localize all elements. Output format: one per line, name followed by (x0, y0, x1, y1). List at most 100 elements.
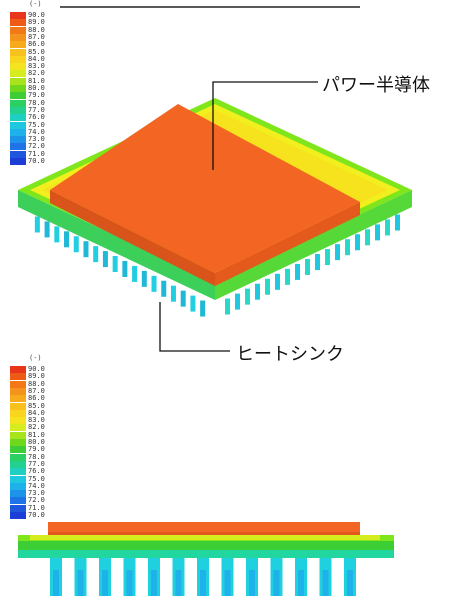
legend-swatch (10, 497, 26, 505)
heatsink-fin-shade (151, 570, 157, 596)
heatsink-fin-shade (249, 570, 255, 596)
legend-swatch (10, 77, 26, 85)
heatsink-fin (102, 251, 108, 268)
base-plate-green-right (215, 190, 412, 300)
legend-value-label: 85.0 (28, 47, 45, 56)
heatsink-fin-shade (102, 570, 108, 596)
legend-value-label: 90.0 (28, 11, 45, 19)
legend-value-label: 78.0 (28, 452, 45, 461)
legend-value-label: 86.0 (28, 394, 45, 403)
legend-value-label: 72.0 (28, 142, 45, 151)
heatsink-fin-shade (224, 570, 231, 596)
legend-value-label: 89.0 (28, 372, 45, 381)
heatsink-fin (305, 258, 310, 275)
legend-swatch (10, 136, 26, 144)
heatsink-fin (180, 290, 186, 307)
legend-swatch (10, 33, 26, 41)
legend-swatch (10, 387, 26, 395)
legend-value-label: 81.0 (28, 76, 45, 85)
legend-value-label: 88.0 (28, 379, 45, 388)
heatsink-fin (285, 268, 290, 285)
legend-swatch (10, 395, 26, 403)
legend-swatch (10, 12, 26, 19)
legend-swatch (10, 366, 26, 373)
heatsink-fin (395, 214, 400, 231)
heatsink-callout-label: ヒートシンク (236, 344, 344, 365)
heatsink-fin (245, 288, 250, 305)
legend-swatch (10, 373, 26, 381)
legend-value-label: 78.0 (28, 98, 45, 107)
legend-swatch (10, 468, 26, 476)
heatsink-fin-shade (298, 570, 304, 596)
legend-value-label: 73.0 (28, 489, 45, 498)
heatsink-fin (112, 256, 118, 273)
legend-unit-label: (-) (29, 354, 42, 362)
legend-swatch (10, 431, 26, 439)
side-chip (48, 522, 360, 534)
legend-swatch (10, 417, 26, 425)
legend-value-label: 83.0 (28, 62, 45, 71)
heatsink-fin (255, 283, 260, 300)
legend-value-label: 70.0 (28, 157, 45, 165)
heatsink-fin (34, 216, 40, 233)
chip-side-right (215, 202, 360, 286)
legend-swatch (10, 26, 26, 34)
heatsink-fin-shade (126, 570, 133, 596)
legend-swatch (10, 99, 26, 107)
legend-swatch (10, 409, 26, 417)
legend-swatch (10, 482, 26, 490)
heatsink-fin (54, 226, 60, 243)
heatsink-fin (375, 224, 380, 241)
heatsink-fin (44, 221, 50, 238)
legend-value-label: 71.0 (28, 149, 45, 158)
legend-value-label: 86.0 (28, 40, 45, 49)
heatsink-fin-shade (273, 570, 280, 596)
legend-swatch (10, 439, 26, 446)
legend-value-label: 75.0 (28, 120, 45, 129)
side-base-mid (18, 541, 394, 550)
legend-value-label: 90.0 (28, 365, 45, 373)
legend-swatch (10, 475, 26, 483)
legend-value-label: 71.0 (28, 503, 45, 512)
legend-swatch (10, 63, 26, 71)
legend-swatch (10, 512, 26, 519)
legend-value-label: 74.0 (28, 127, 45, 136)
legend-value-label: 89.0 (28, 18, 45, 27)
side-base-yellow (30, 535, 380, 540)
heatsink-fin-shade (200, 570, 206, 596)
legend-swatch (10, 48, 26, 56)
heatsink-fin (225, 298, 230, 315)
heatsink-fin (161, 280, 167, 297)
heatsink-fin (64, 231, 70, 248)
legend-value-label: 87.0 (28, 386, 45, 395)
legend-swatch (10, 424, 26, 432)
legend-value-label: 80.0 (28, 84, 45, 92)
legend-value-label: 87.0 (28, 32, 45, 41)
legend-value-label: 82.0 (28, 69, 45, 78)
legend-value-label: 88.0 (28, 25, 45, 34)
heatsink-fin-shade (77, 570, 84, 596)
legend-swatch (10, 402, 26, 410)
semiconductor-leader (212, 81, 318, 170)
semiconductor-callout-label: パワー半導体 (322, 75, 430, 96)
legend-swatch (10, 453, 26, 461)
legend-value-label: 84.0 (28, 408, 45, 417)
base-plate-green-left (18, 190, 215, 300)
legend-swatch (10, 158, 26, 165)
heatsink-fin (265, 278, 270, 295)
heatsink-fin (385, 219, 390, 236)
heatsink-fin-shade (53, 570, 59, 596)
legend-value-label: 72.0 (28, 496, 45, 505)
legend-swatch (10, 19, 26, 27)
heatsink-fin (132, 265, 138, 282)
legend-value-label: 76.0 (28, 467, 45, 476)
legend-swatch (10, 121, 26, 129)
heatsink-fin (200, 300, 206, 317)
side-view (18, 522, 394, 596)
heatsink-fin (83, 241, 89, 258)
legend-value-label: 73.0 (28, 135, 45, 144)
legend-swatch (10, 504, 26, 512)
heatsink-fin (141, 270, 147, 287)
legend-swatch (10, 380, 26, 388)
